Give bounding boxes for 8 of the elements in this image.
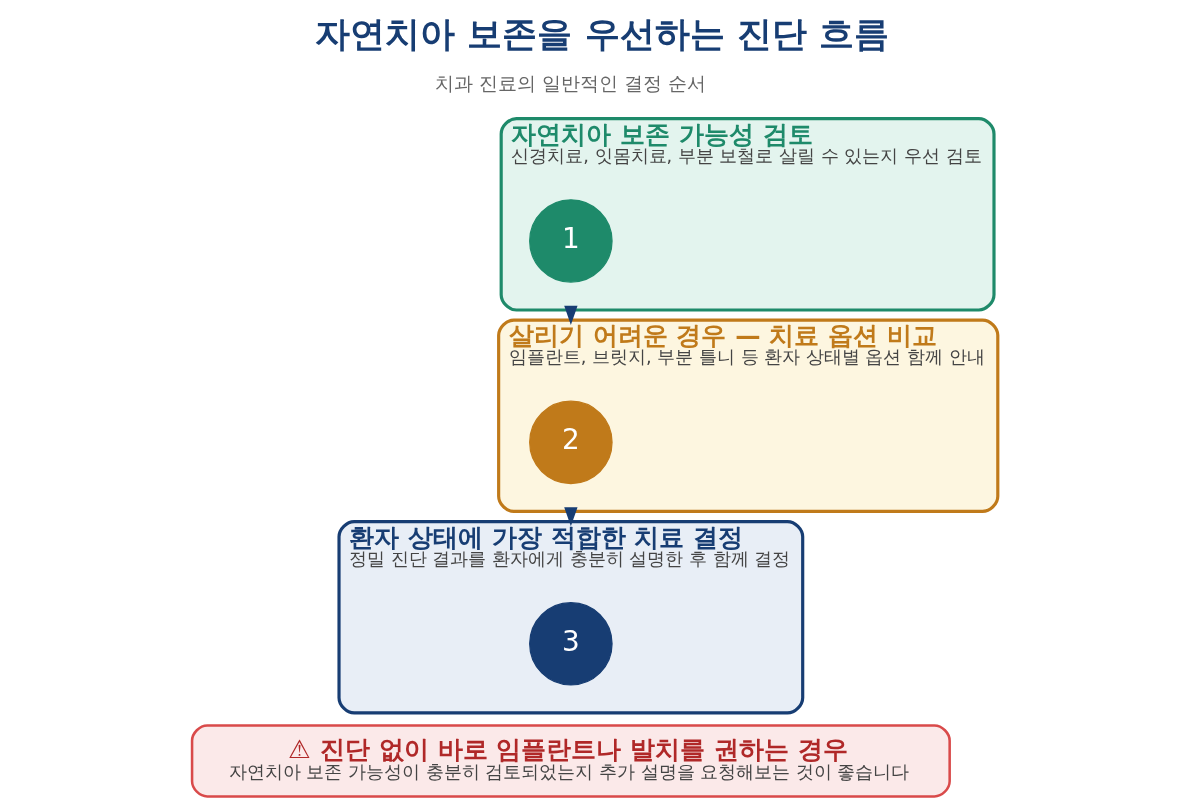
diagram-title: 자연치아 보존을 우선하는 진단 흐름 (314, 12, 890, 54)
node-box: ⚠ 진단 없이 바로 임플란트나 발치를 권하는 경우 자연치아 보존 가능성이 충분히 검토되었는지 추가 설명을 요청해보는 것이 좋습니다 (190, 724, 951, 798)
node-circle: 3 (529, 602, 613, 686)
node-circle: 1 (529, 199, 613, 283)
arrow (564, 305, 578, 325)
label: 치과 진료의 일반적인 결정 순서 (435, 72, 707, 95)
arrow (564, 507, 578, 527)
node-circle: 2 (529, 400, 613, 485)
